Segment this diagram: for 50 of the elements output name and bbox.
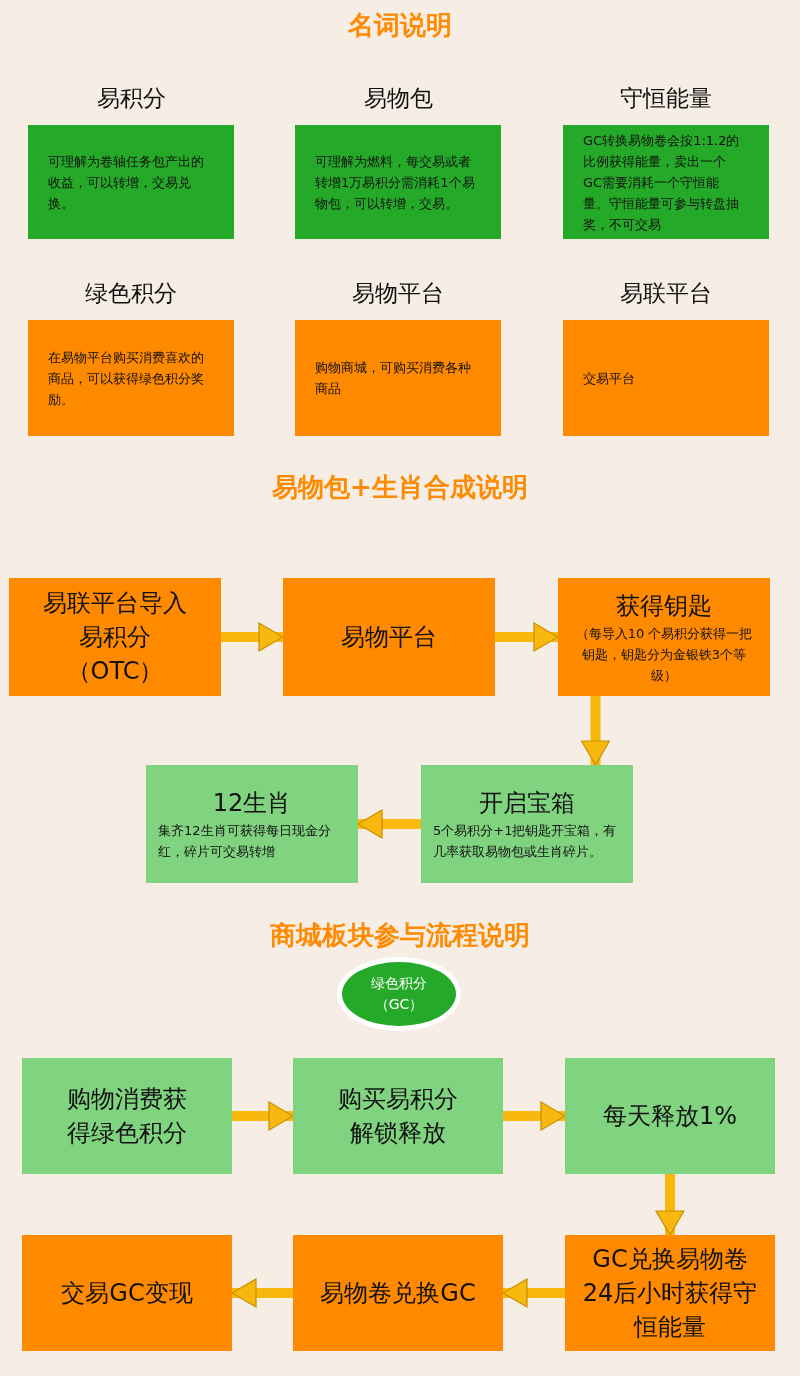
process-box <box>565 1058 775 1174</box>
section-title: 名词说明 <box>346 9 453 42</box>
box-title: 易物平台 <box>341 622 437 653</box>
block-arrow <box>231 1278 293 1308</box>
box-title: 获得钥匙 <box>616 590 712 622</box>
box-title: 绿色积分（GC） <box>370 974 428 1014</box>
term-heading: 易联平台 <box>619 279 713 308</box>
process-box <box>293 1235 503 1351</box>
section-title: 易物包+生肖合成说明 <box>271 471 529 504</box>
block-arrow <box>655 1174 685 1236</box>
box-title: 易物卷兑换GC <box>320 1278 476 1309</box>
process-box <box>283 578 495 696</box>
box-title: 购买易积分解锁释放 <box>337 1084 459 1149</box>
definition-text: 可理解为燃料，每交易或者转增1万易积分需消耗1个易物包，可以转增，交易。 <box>315 152 475 213</box>
term-heading: 易物包 <box>362 84 434 113</box>
section-title: 商城板块参与流程说明 <box>269 919 531 952</box>
box-title: 每天释放1% <box>602 1101 738 1132</box>
block-arrow <box>495 622 559 652</box>
process-box <box>22 1235 232 1351</box>
box-text: 5个易积分+1把钥匙开宝箱，有几率获取易物包或生肖碎片。 <box>433 822 618 861</box>
process-box <box>558 578 770 696</box>
block-arrow <box>232 1101 294 1131</box>
block-arrow <box>357 809 421 839</box>
definition-text: 在易物平台购买消费喜欢的商品，可以获得绿色积分奖励。 <box>48 348 205 409</box>
process-box <box>421 765 633 883</box>
block-arrow <box>221 622 284 652</box>
process-box <box>22 1058 232 1174</box>
definition-text: 购物商城，可购买消费各种商品 <box>315 359 472 398</box>
block-arrow <box>502 1278 565 1308</box>
term-heading: 易物平台 <box>351 279 445 308</box>
box-title: GC兑换易物卷24后小时获得守恒能量 <box>581 1244 759 1343</box>
block-arrow <box>503 1101 566 1131</box>
box-text: （每导入10 个易积分获得一把钥匙，钥匙分为金银铁3个等级） <box>574 624 754 685</box>
box-title: 购物消费获得绿色积分 <box>66 1084 188 1149</box>
definition-text: GC转换易物卷会按1:1.2的比例获得能量，卖出一个GC需要消耗一个守恒能量。守恒能量可参与转盘抽奖，不可交易 <box>583 131 741 234</box>
process-box <box>565 1235 775 1351</box>
definition-text: 交易平台 <box>583 369 635 388</box>
term-heading: 守恒能量 <box>619 84 713 113</box>
process-box <box>146 765 358 883</box>
definition-text: 可理解为卷轴任务包产出的收益，可以转增，交易兑换。 <box>48 152 205 213</box>
block-arrow <box>580 696 611 766</box>
box-title: 12生肖 <box>212 788 292 819</box>
process-box <box>293 1058 503 1174</box>
box-title: 交易GC变现 <box>61 1278 193 1309</box>
term-heading: 易积分 <box>95 84 167 113</box>
process-box <box>9 578 221 696</box>
box-title: 开启宝箱 <box>479 788 575 819</box>
box-title: 易联平台导入易积分（OTC） <box>42 588 188 687</box>
box-text: 集齐12生肖可获得每日现金分红，碎片可交易转增 <box>158 822 332 861</box>
term-heading: 绿色积分 <box>84 279 178 308</box>
